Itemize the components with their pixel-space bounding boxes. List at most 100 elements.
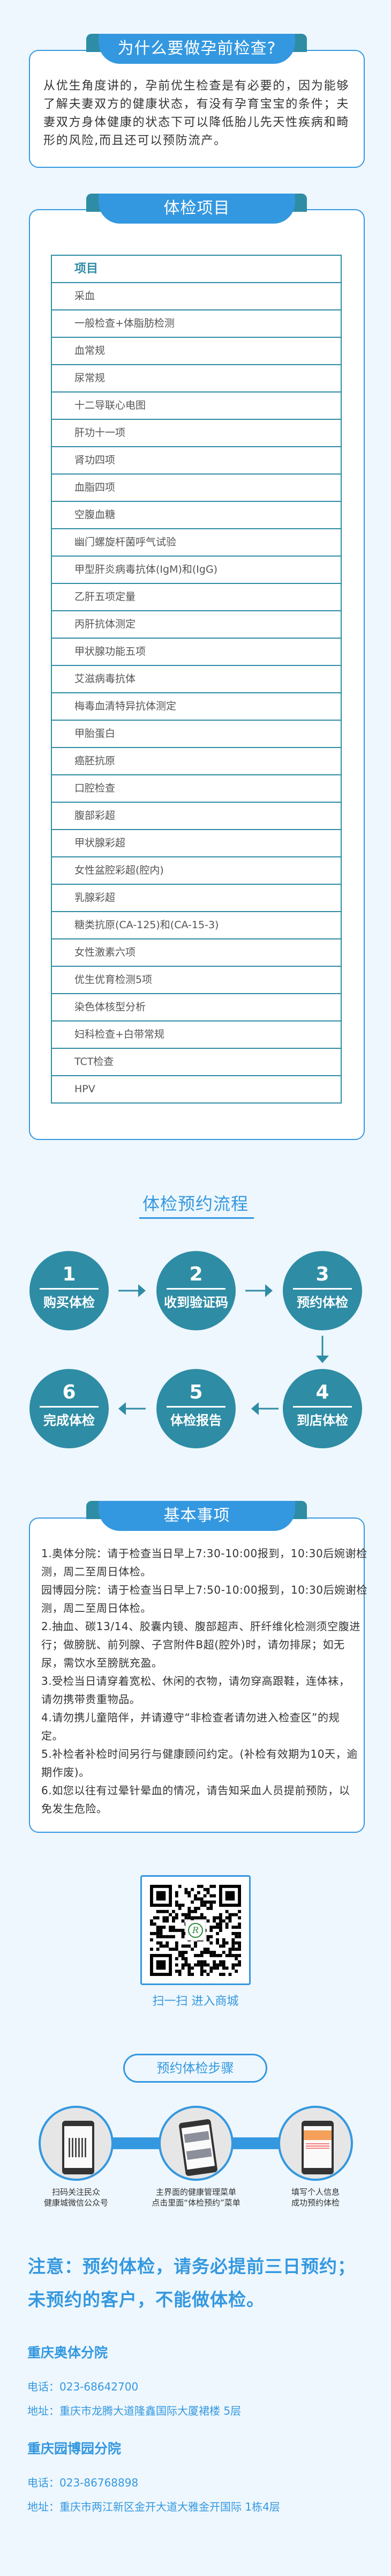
booking-step-image: [39, 2106, 114, 2181]
notes-text-line: 5.补检者补检时间另行与健康顾问约定。(补检有效期为10天，逾: [41, 1748, 358, 1760]
arrow-right-icon: [118, 1284, 146, 1297]
step-divider: [167, 1406, 225, 1408]
branch-address: 地址：重庆市龙腾大道隆鑫国际大厦裙楼 5层: [27, 2404, 242, 2417]
table-row: 腹部彩超: [52, 803, 341, 830]
step-number: 4: [315, 1381, 329, 1403]
step-divider: [167, 1288, 225, 1290]
notes-text-line: 请勿携带贵重物品。: [41, 1693, 141, 1706]
branch-address: 地址：重庆市两江新区金开大道大雅金开国际 1栋4层: [27, 2500, 280, 2513]
table-row: 十二导联心电图: [52, 393, 341, 420]
step-label: 完成体检: [43, 1413, 95, 1428]
notes-text-line: 测，周二至周日体检。: [41, 1602, 152, 1615]
booking-step-caption: 填写个人信息成功预约体检: [257, 2187, 374, 2208]
step-number: 3: [315, 1263, 329, 1285]
table-row: 妇科检查+白带常规: [52, 1021, 341, 1049]
items-table: 项目 采血一般检查+体脂肪检测血常规尿常规十二导联心电图肝功十一项肾功四项血脂四…: [51, 255, 342, 1104]
step-divider: [40, 1288, 99, 1290]
photo-thumb: [184, 2131, 210, 2143]
table-header: 项目: [52, 256, 341, 283]
arrow-left-icon: [118, 1402, 146, 1415]
process-step: 1 购买体检: [29, 1251, 109, 1330]
process-arrows: [118, 1284, 329, 1415]
table-row: 肾功四项: [52, 447, 341, 475]
booking-step-image: [159, 2106, 234, 2181]
booking-title: 预约体检步骤: [123, 2054, 267, 2083]
table-row: 肝功十一项: [52, 420, 341, 447]
step-divider: [293, 1406, 352, 1408]
qr-code[interactable]: R: [140, 1875, 251, 1985]
table-row: 女性盆腔彩超(腔内): [52, 857, 341, 885]
notes-text-line: 6.如您以往有过晕针晕血的情况，请告知采血人员提前预防，以: [41, 1784, 350, 1797]
photo-thumb: [186, 2148, 212, 2160]
caption-line: 点击里面“体检预约”菜单: [152, 2198, 240, 2208]
table-row: 甲状腺彩超: [52, 830, 341, 857]
items-title: 体检项目: [99, 194, 295, 224]
table-row: 乳腺彩超: [52, 885, 341, 912]
caption-line: 填写个人信息: [291, 2187, 340, 2197]
notice-line-1: 注意：预约体检，请务必提前三日预约；: [28, 2256, 356, 2277]
why-text-line: 了解夫妻双方的健康状态，有没有孕育宝宝的条件；夫: [43, 98, 350, 111]
notes-text-line: 测，周二至周日体检。: [41, 1565, 152, 1578]
phone-icon: [178, 2119, 218, 2177]
table-row: 口腔检查: [52, 775, 341, 803]
step-label: 预约体检: [297, 1295, 348, 1310]
arrow-right-icon: [245, 1284, 273, 1297]
form-thumb: [306, 2143, 329, 2149]
booking-step-caption: 扫码关注民众健康城微信公众号: [17, 2187, 135, 2208]
phone-screen: [304, 2126, 332, 2168]
table-row: 丙肝抗体测定: [52, 611, 341, 639]
table-row: 幽门螺旋杆菌呼气试验: [52, 529, 341, 557]
qr-caption: 扫一扫 进入商城: [152, 1995, 239, 2008]
why-text-line: 妻双方身体健康的状态下可以降低胎儿先天性疾病和畸: [43, 116, 350, 129]
notes-text-line: 2.抽血、碳13/14、胶囊内镜、腹部超声、肝纤维化检测须空腹进: [41, 1620, 360, 1633]
table-row: 女性激素六项: [52, 939, 341, 967]
arrow-left-icon: [251, 1402, 279, 1415]
notice-line-2: 未预约的客户，不能做体检。: [28, 2289, 265, 2310]
table-row: TCT检查: [52, 1049, 341, 1076]
table-row: HPV: [52, 1076, 341, 1104]
table-row: 采血: [52, 283, 341, 310]
table-row: 甲胎蛋白: [52, 721, 341, 748]
step-label: 购买体检: [43, 1295, 95, 1310]
step-label: 到店体检: [297, 1413, 348, 1428]
notes-text-line: 免发生危险。: [41, 1802, 108, 1815]
table-row: 尿常规: [52, 365, 341, 393]
branch-phone[interactable]: 电话：023-86768898: [27, 2476, 139, 2489]
notes-text-line: 1.奥体分院：请于检查当日早上7:30-10:00报到，10:30后婉谢检: [41, 1547, 367, 1560]
step-number: 2: [189, 1263, 203, 1285]
notes-text-line: 园博园分院：请于检查当日早上7:50-10:00报到，10:30后婉谢检: [41, 1583, 368, 1596]
table-row: 血常规: [52, 338, 341, 365]
table-row: 甲状腺功能五项: [52, 639, 341, 666]
qr-pattern: [150, 1885, 241, 1976]
notes-text-line: 期作废)。: [41, 1766, 90, 1779]
step-divider: [40, 1406, 99, 1408]
table-row: 糖类抗原(CA-125)和(CA-15-3): [52, 912, 341, 939]
why-text-line: 从优生角度讲的，孕前优生检查是有必要的，因为能够: [43, 79, 350, 93]
why-title: 为什么要做孕前检查?: [99, 34, 295, 64]
booking-step-image: [278, 2106, 353, 2181]
banner-thumb: [304, 2130, 332, 2140]
table-row: 艾滋病毒抗体: [52, 666, 341, 693]
booking-step-caption: 主界面的健康管理菜单点击里面“体检预约”菜单: [137, 2187, 255, 2208]
notes-text-line: 行；做膀胱、前列腺、子宫附件B超(腔外)时，请勿排尿；如无: [41, 1638, 345, 1651]
table-row: 癌胚抗原: [52, 748, 341, 775]
branch-phone[interactable]: 电话：023-68642700: [27, 2380, 139, 2393]
notes-title: 基本事项: [99, 1501, 295, 1531]
why-card: [29, 50, 365, 168]
branch-name: 重庆奥体分院: [27, 2345, 108, 2360]
arrow-down-icon: [316, 1336, 329, 1363]
step-label: 收到验证码: [164, 1295, 228, 1310]
process-title: 体检预约流程: [142, 1194, 249, 1214]
process-title-underline: [139, 1217, 254, 1219]
table-row: 甲型肝炎病毒抗体(IgM)和(IgG): [52, 557, 341, 584]
table-row: 优生优育检测5项: [52, 967, 341, 994]
table-row: 梅毒血清特异抗体测定: [52, 693, 341, 721]
caption-line: 主界面的健康管理菜单: [155, 2187, 236, 2197]
caption-line: 健康城微信公众号: [43, 2198, 108, 2208]
step-number: 1: [62, 1263, 76, 1285]
table-row: 染色体核型分析: [52, 994, 341, 1021]
notes-text-line: 尿，需饮水至膀胱充盈。: [41, 1656, 163, 1669]
